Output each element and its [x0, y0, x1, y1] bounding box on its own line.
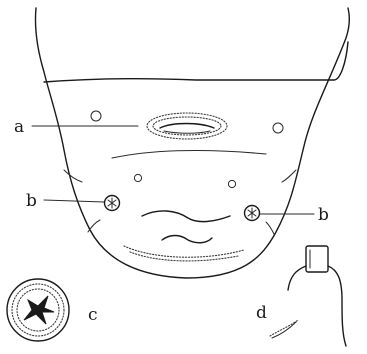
leader-lines: [32, 126, 314, 214]
segment-line-lower-right: [282, 170, 296, 182]
pore-mid-left: [134, 174, 141, 181]
spiracle-right: [245, 206, 260, 221]
lower-slit: [124, 211, 244, 261]
label-c: c: [88, 305, 98, 325]
label-b-left: b: [26, 191, 37, 211]
label-a: a: [14, 117, 24, 137]
pore-mid-right: [228, 180, 235, 187]
structure-a: [147, 113, 227, 139]
segment-line-middle: [112, 151, 266, 158]
label-d: d: [256, 303, 267, 323]
lobe-line-right: [266, 222, 274, 234]
body-outline: [35, 8, 349, 278]
spiracle-left: [105, 196, 120, 211]
label-b-right: b: [318, 205, 329, 225]
pore-upper-left: [91, 111, 101, 121]
figure-c-spiracle-detail: [7, 279, 69, 341]
pores: [91, 111, 283, 188]
segment-line-upper: [44, 42, 348, 82]
segment-line-lower-left: [64, 170, 82, 182]
lobe-line-left: [88, 220, 100, 232]
figure-d-detail: [270, 246, 346, 346]
pore-upper-right: [273, 123, 283, 133]
body-segments: [35, 8, 349, 278]
